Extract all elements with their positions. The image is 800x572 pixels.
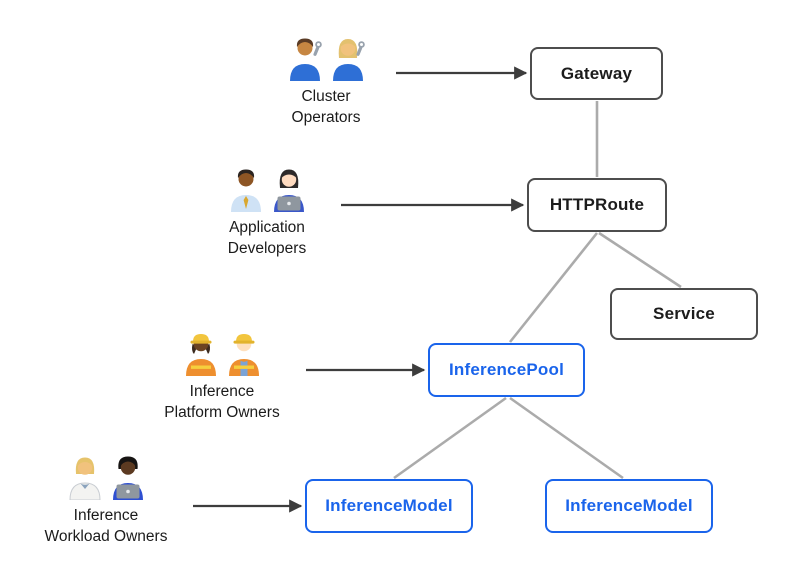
inference-platform-owners-emoji-pair [117, 329, 327, 376]
man-construction-worker-emoji [228, 334, 259, 376]
persona-inference-workload-owners: Inference Workload Owners [1, 453, 211, 547]
inferencemodel-left-node-label: InferenceModel [325, 496, 453, 515]
edge-httproute-to-service [598, 231, 682, 289]
edge-inferencepool-to-inferencemodel-right [509, 396, 624, 480]
gateway-node-label: Gateway [560, 63, 633, 83]
cluster-operators-emoji-pair [221, 34, 431, 81]
gateway-node: Gateway [530, 47, 663, 100]
edge-httproute-to-inferencepool [508, 232, 599, 343]
inferencemodel-right-node-label: InferenceModel [565, 496, 693, 515]
woman-construction-worker-emoji [185, 334, 216, 376]
woman-technologist-emoji [273, 169, 304, 212]
inference-platform-owners-label-line1: Inference [189, 383, 255, 400]
edge-inferencepool-to-inferencemodel-left [393, 396, 507, 480]
inferencepool-node-label: InferencePool [448, 360, 565, 379]
inference-workload-owners-label-line1: Inference [73, 507, 139, 524]
application-developers-label: Application Developers [162, 217, 372, 259]
persona-cluster-operators: Cluster Operators [221, 34, 431, 128]
inference-workload-owners-emoji-pair [1, 453, 211, 500]
inference-workload-owners-label-line2: Workload Owners [44, 528, 168, 545]
cluster-operators-label-line2: Operators [291, 109, 361, 126]
httproute-node-label: HTTPRoute [549, 195, 645, 214]
httproute-node: HTTPRoute [527, 178, 667, 232]
inferencemodel-left-node: InferenceModel [305, 479, 473, 533]
health-worker-emoji [68, 457, 101, 500]
persona-application-developers: Application Developers [162, 165, 372, 259]
application-developers-label-line2: Developers [227, 240, 307, 257]
woman-mechanic-emoji [332, 39, 365, 81]
man-technologist-emoji [112, 456, 143, 500]
service-node-label: Service [653, 304, 715, 323]
cluster-operators-label-line1: Cluster [301, 88, 351, 105]
inference-platform-owners-label-line2: Platform Owners [164, 404, 280, 421]
man-office-worker-emoji [230, 169, 261, 212]
application-developers-emoji-pair [162, 165, 372, 212]
man-mechanic-emoji [289, 38, 322, 81]
persona-inference-platform-owners: Inference Platform Owners [117, 329, 327, 423]
service-node: Service [610, 288, 758, 340]
inferencepool-node: InferencePool [428, 343, 585, 397]
inference-platform-owners-label: Inference Platform Owners [117, 381, 327, 423]
inferencemodel-right-node: InferenceModel [545, 479, 713, 533]
inference-workload-owners-label: Inference Workload Owners [1, 505, 211, 547]
cluster-operators-label: Cluster Operators [221, 86, 431, 128]
application-developers-label-line1: Application [229, 219, 305, 236]
